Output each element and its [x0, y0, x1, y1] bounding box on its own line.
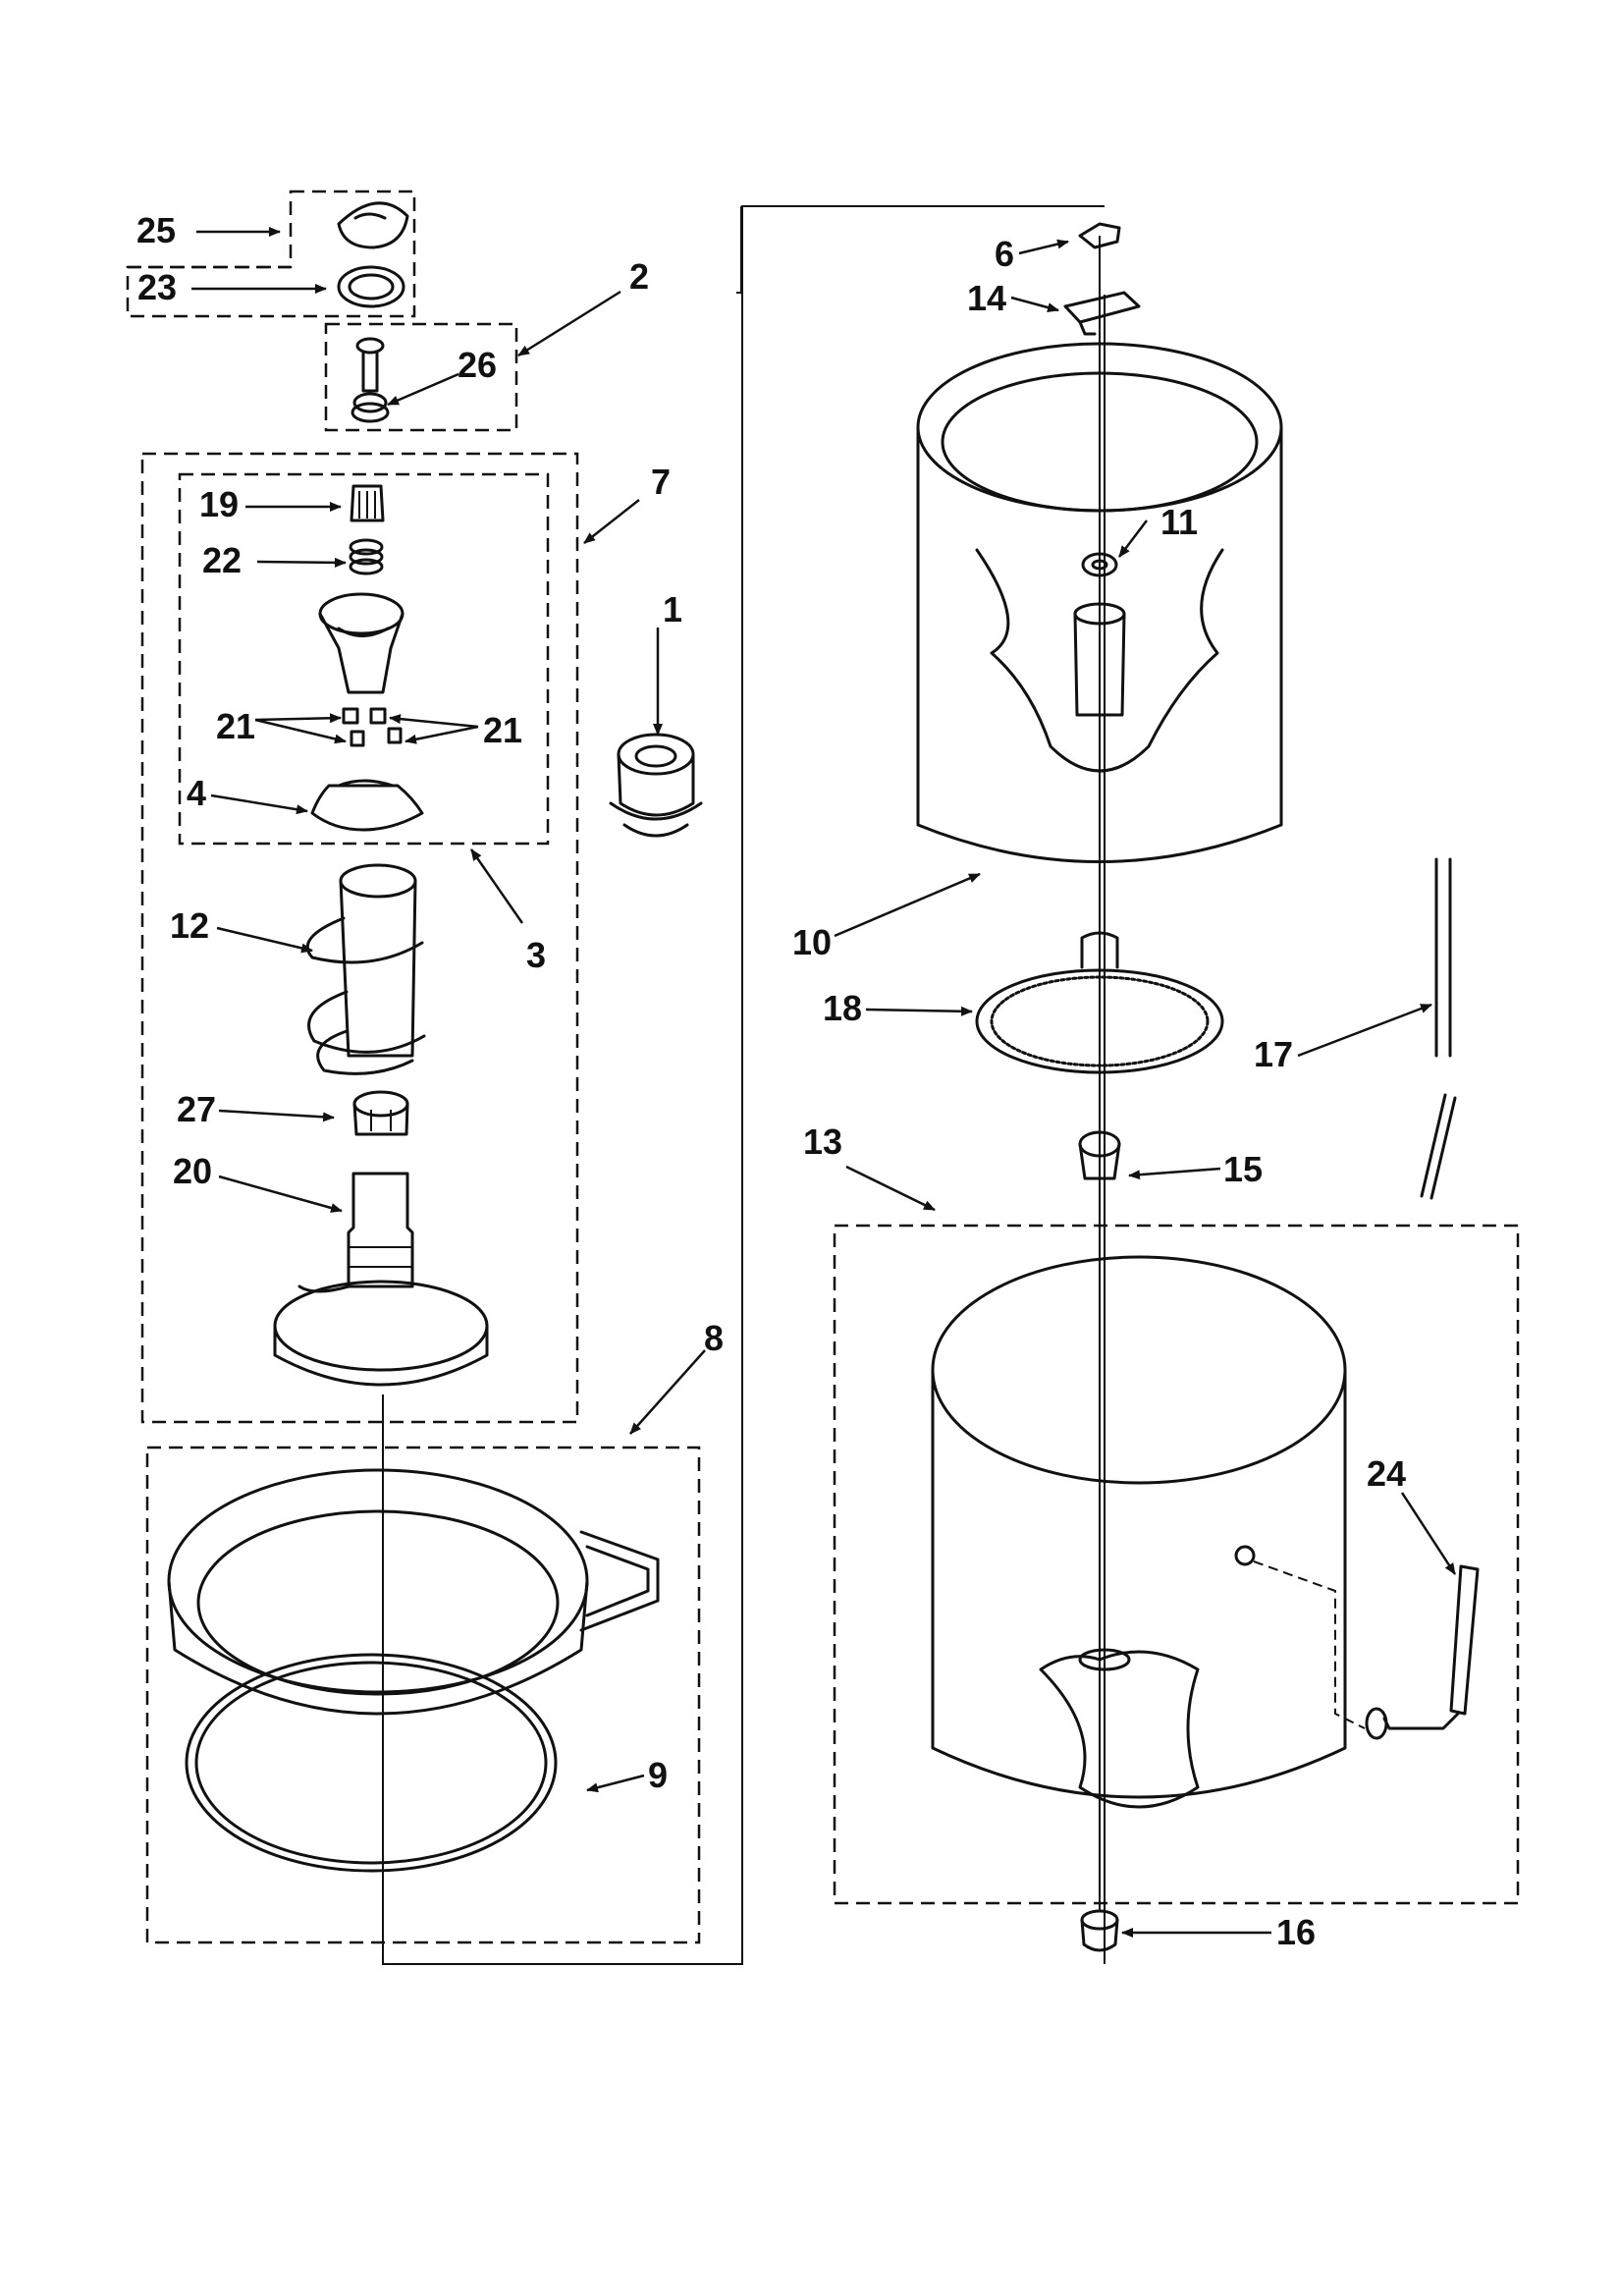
- part-23-ring: [337, 265, 405, 308]
- label-1: 1: [663, 589, 682, 629]
- part-25-cap: [337, 201, 409, 249]
- part-20-agitator-base: [273, 1172, 489, 1387]
- part-6-clip: [1078, 222, 1121, 249]
- part-cam-cup: [318, 592, 404, 694]
- part-26-bolt: [351, 337, 390, 423]
- part-12-auger: [305, 863, 426, 1075]
- label-14: 14: [967, 278, 1006, 318]
- label-23: 23: [137, 267, 177, 307]
- part-17-hose: [1420, 857, 1457, 1200]
- group-box-7: [140, 452, 579, 1424]
- label-11: 11: [1160, 502, 1198, 542]
- label-7: 7: [651, 462, 671, 502]
- label-13: 13: [803, 1121, 842, 1162]
- label-25: 25: [136, 210, 176, 250]
- group-box-8: [145, 1446, 701, 1944]
- part-16-plug: [1080, 1909, 1119, 1952]
- label-18: 18: [823, 988, 862, 1028]
- group-boxes: [126, 190, 1520, 1944]
- part-13-outer-tub: [931, 1255, 1366, 1809]
- part-22-spring: [349, 538, 384, 575]
- label-17: 17: [1254, 1034, 1293, 1074]
- label-15: 15: [1223, 1149, 1263, 1189]
- part-1-bushing: [609, 733, 703, 838]
- group-box-3: [178, 472, 550, 846]
- label-27: 27: [177, 1089, 216, 1129]
- part-27-bearing: [352, 1090, 409, 1136]
- label-10: 10: [792, 922, 832, 962]
- part-9-seal: [185, 1653, 558, 1873]
- label-2: 2: [629, 256, 649, 297]
- label-4: 4: [187, 773, 206, 813]
- label-8: 8: [704, 1318, 724, 1358]
- label-6: 6: [995, 234, 1014, 274]
- part-21-dogs: [342, 707, 403, 747]
- label-12: 12: [170, 905, 209, 946]
- label-3: 3: [526, 935, 546, 975]
- part-19-cap: [350, 484, 385, 522]
- leader-lines: [191, 227, 1457, 1938]
- label-19: 19: [199, 484, 239, 524]
- callout-labels: 25 23 2 26 7 19 22 21 21 4 1 3 12 27 20 …: [136, 210, 1406, 1952]
- part-8-tub-ring: [167, 1468, 660, 1716]
- label-22: 22: [202, 540, 242, 580]
- part-14-bracket: [1063, 291, 1141, 336]
- label-16: 16: [1276, 1912, 1316, 1952]
- label-21-right: 21: [483, 710, 522, 750]
- assembly-connector-lines: [382, 205, 1106, 1965]
- label-26: 26: [458, 345, 497, 385]
- part-24-hose: [1365, 1564, 1480, 1740]
- label-9: 9: [648, 1755, 668, 1795]
- part-4-ring: [310, 779, 424, 832]
- label-20: 20: [173, 1151, 212, 1191]
- group-box-13: [833, 1224, 1520, 1905]
- label-21-left: 21: [216, 706, 255, 746]
- group-box-2: [324, 322, 518, 432]
- label-24: 24: [1367, 1453, 1406, 1494]
